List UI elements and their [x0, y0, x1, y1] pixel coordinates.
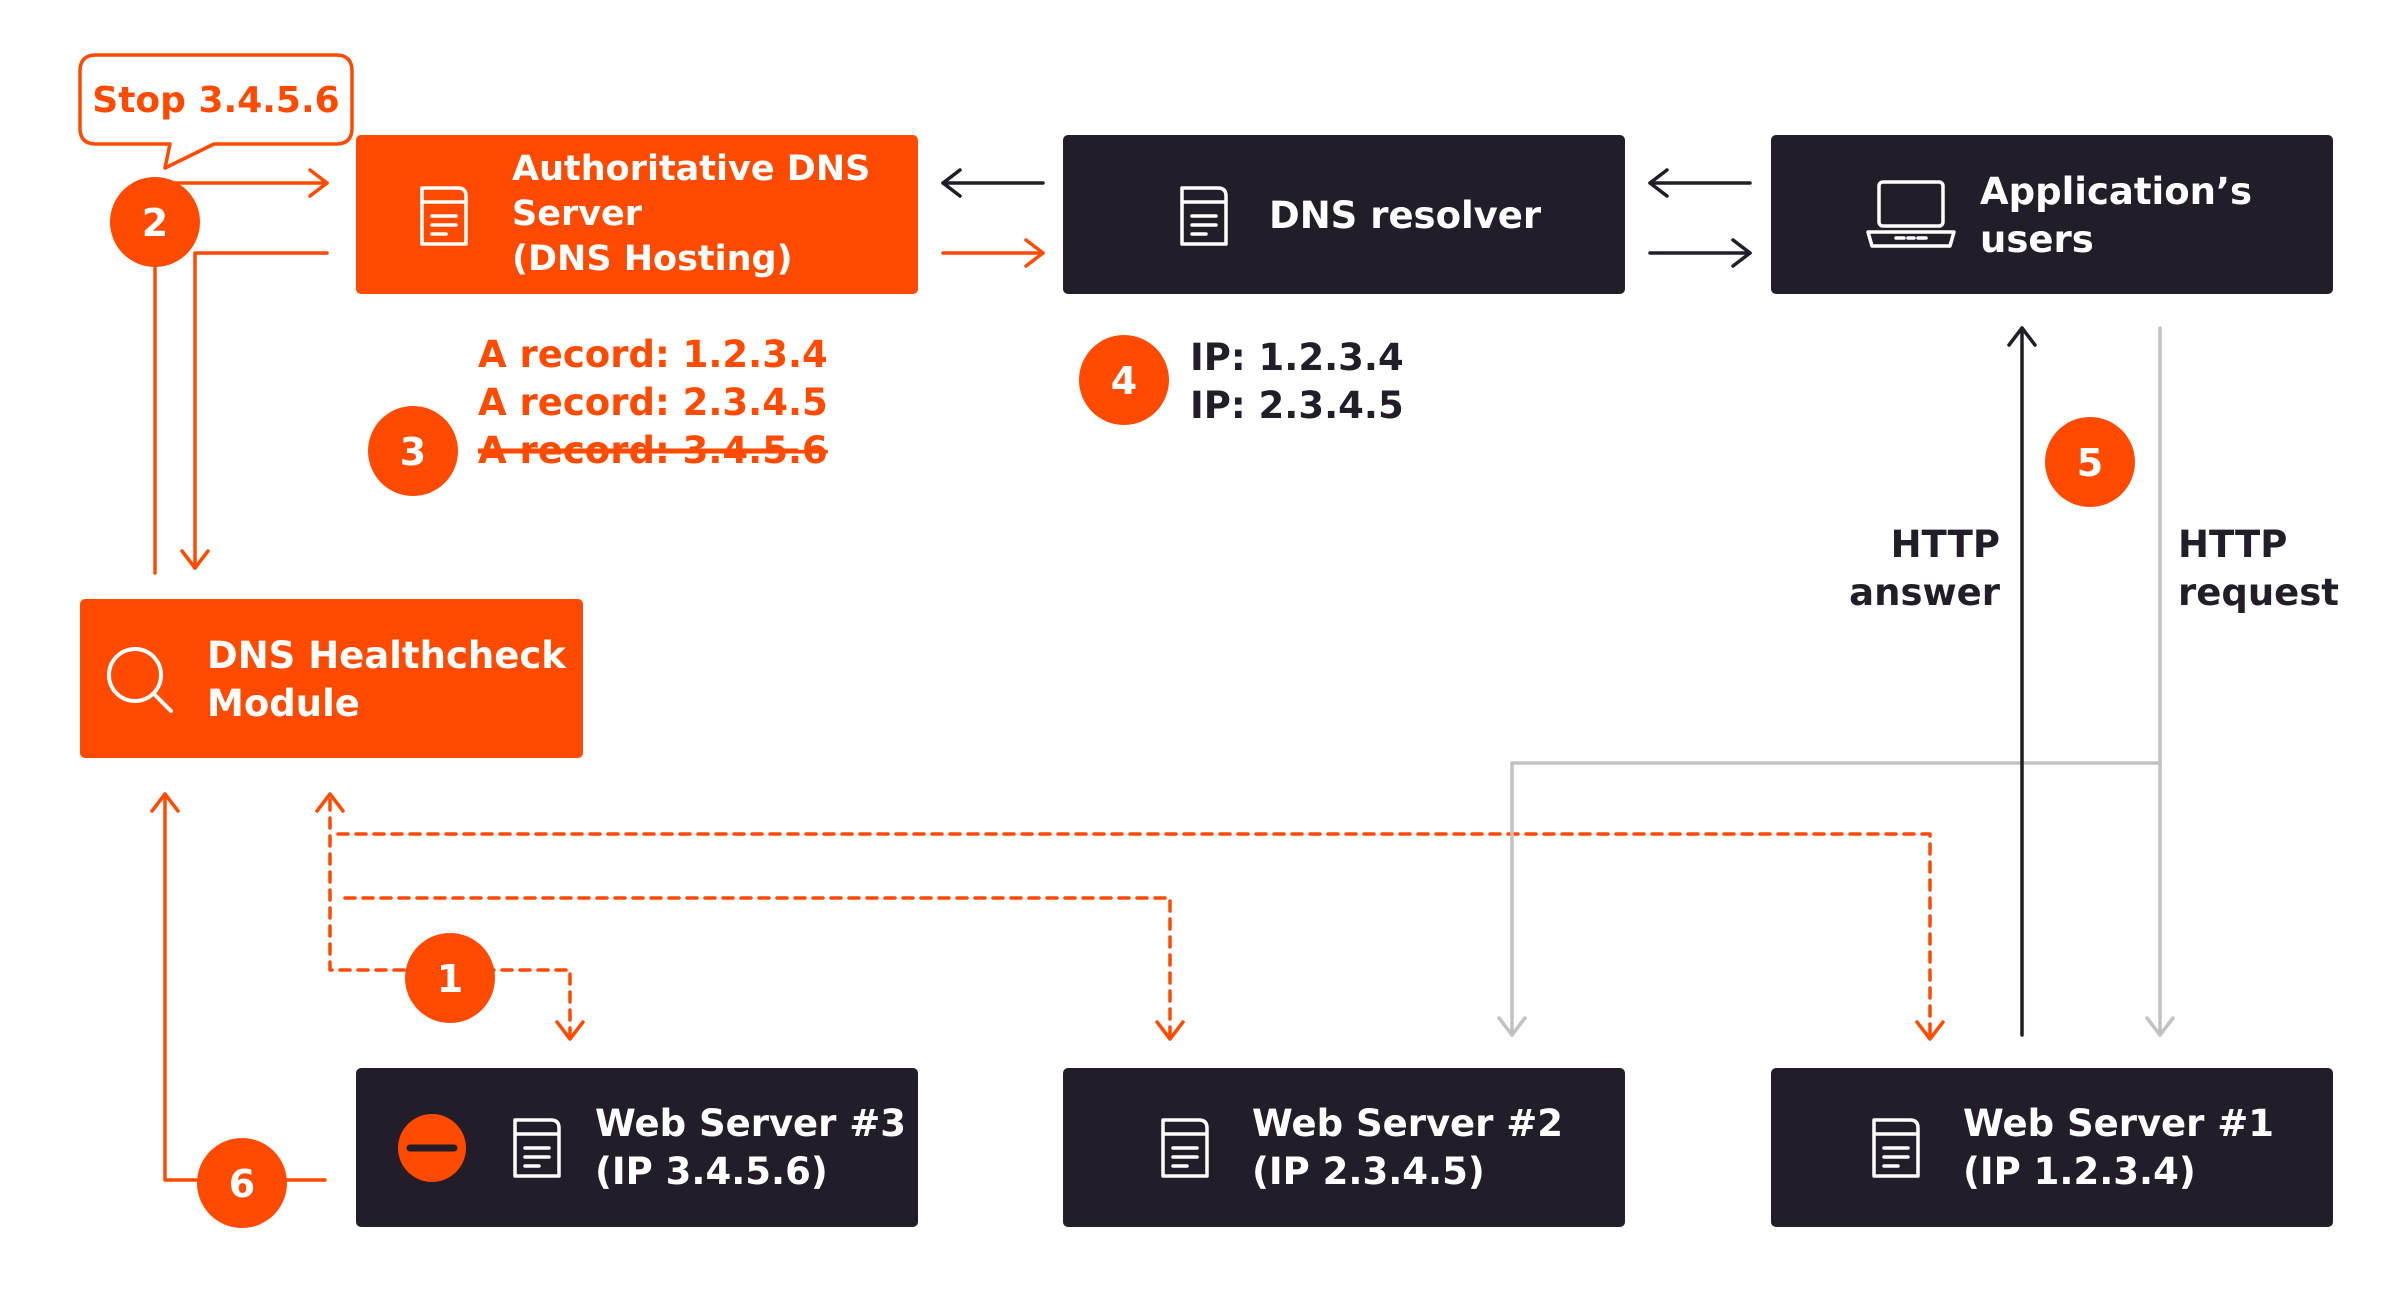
server2-label-line2: (IP 2.3.4.5) — [1252, 1150, 1485, 1193]
http-request-label: HTTP request — [2178, 523, 2339, 614]
healthcheck-to-auth-arrowhead — [308, 168, 329, 198]
server2-label-line1: Web Server #2 — [1252, 1102, 1563, 1145]
dns-records-list: A record: 1.2.3.4 A record: 2.3.4.5 A re… — [478, 333, 828, 472]
users-label-line1: Application’s — [1980, 170, 2252, 213]
stop-callout-text: Stop 3.4.5.6 — [92, 80, 339, 121]
resolved-ips-list: IP: 1.2.3.4 IP: 2.3.4.5 — [1190, 336, 1404, 427]
auth-label-line3: (DNS Hosting) — [512, 239, 793, 279]
web-server-3-box: Web Server #3 (IP 3.4.5.6) — [356, 1068, 918, 1227]
svg-text:HTTP: HTTP — [2178, 523, 2287, 566]
server3-to-healthcheck-connector — [150, 792, 327, 1182]
resolver-to-users-arrow — [1648, 238, 1752, 268]
resolved-ip: IP: 1.2.3.4 — [1190, 336, 1404, 379]
http-answer-label: HTTP answer — [1849, 523, 2001, 614]
step-badge-1: 1 — [405, 933, 495, 1023]
step-badge-4: 4 — [1079, 335, 1169, 425]
laptop-icon — [1866, 180, 1956, 248]
svg-text:4: 4 — [1111, 359, 1137, 403]
svg-text:2: 2 — [142, 201, 168, 245]
auth-to-healthcheck-arrowhead — [180, 549, 210, 570]
resolver-users-arrows — [1648, 168, 1752, 268]
http-answer-line — [2007, 326, 2037, 1037]
server1-label-line1: Web Server #1 — [1963, 1102, 2274, 1145]
stop-callout: Stop 3.4.5.6 — [78, 53, 354, 170]
svg-text:1: 1 — [437, 957, 463, 1001]
application-users-box: Application’s users — [1771, 135, 2333, 294]
auth-label-line2: Server — [512, 194, 643, 234]
record-item: A record: 1.2.3.4 — [478, 333, 828, 376]
web-server-1-box: Web Server #1 (IP 1.2.3.4) — [1771, 1068, 2333, 1227]
healthcheck-probe-arrowheads — [315, 792, 1945, 1041]
dns-resolver-box: DNS resolver — [1063, 135, 1625, 294]
step-badge-6: 6 — [197, 1138, 287, 1228]
step-badge-3: 3 — [368, 406, 458, 496]
dns-healthcheck-module-box: DNS Healthcheck Module — [80, 599, 583, 758]
healthcheck-probe-lines — [328, 798, 1932, 1037]
resolver-to-auth-arrow — [941, 168, 1045, 198]
step-badge-5: 5 — [2045, 417, 2135, 507]
resolved-ip: IP: 2.3.4.5 — [1190, 384, 1404, 427]
healthcheck-label-line2: Module — [207, 682, 360, 725]
resolver-label: DNS resolver — [1269, 194, 1542, 237]
step-badge-2: 2 — [110, 177, 200, 267]
web-server-2-box: Web Server #2 (IP 2.3.4.5) — [1063, 1068, 1625, 1227]
users-label-line2: users — [1980, 218, 2094, 261]
authoritative-dns-server-box: Authoritative DNS Server (DNS Hosting) — [356, 135, 918, 294]
svg-text:5: 5 — [2077, 441, 2103, 485]
svg-text:request: request — [2178, 571, 2339, 614]
server1-label-line2: (IP 1.2.3.4) — [1963, 1150, 2196, 1193]
http-request-lines — [1497, 326, 2175, 1037]
svg-text:answer: answer — [1849, 571, 2001, 614]
auth-to-resolver-arrow — [941, 238, 1045, 268]
auth-resolver-arrows — [941, 168, 1045, 268]
auth-to-healthcheck-line — [193, 251, 329, 570]
search-icon — [107, 647, 173, 713]
svg-text:6: 6 — [229, 1162, 255, 1206]
users-to-resolver-arrow — [1648, 168, 1752, 198]
server3-label-line1: Web Server #3 — [595, 1102, 906, 1145]
auth-label-line1: Authoritative DNS — [512, 149, 870, 189]
svg-text:HTTP: HTTP — [1891, 523, 2000, 566]
healthcheck-label-line1: DNS Healthcheck — [207, 634, 567, 677]
record-item: A record: 2.3.4.5 — [478, 381, 828, 424]
server3-label-line2: (IP 3.4.5.6) — [595, 1150, 828, 1193]
stopped-status-icon — [398, 1114, 466, 1182]
svg-text:3: 3 — [400, 430, 426, 474]
